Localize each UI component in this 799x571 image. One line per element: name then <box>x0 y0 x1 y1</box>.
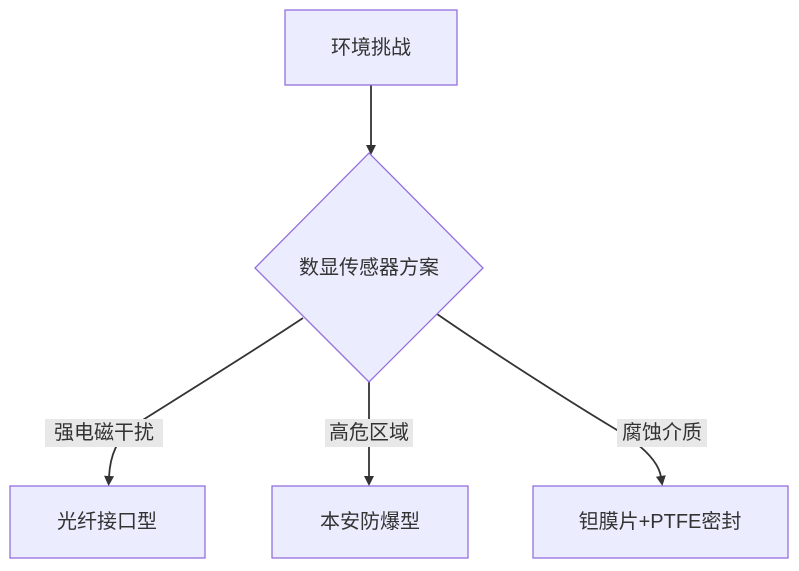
edge-label-hazard-bg <box>325 419 413 447</box>
edge-label-corrosive-text: 腐蚀介质 <box>622 421 702 444</box>
node-tantalum-ptfe-box <box>532 485 789 559</box>
edge-label-hazard-text: 高危区域 <box>329 421 409 444</box>
node-env-challenge-label: 环境挑战 <box>331 36 411 59</box>
edge-label-corrosive-bg <box>617 419 707 447</box>
node-fiber-optic-box <box>9 485 206 559</box>
node-solution-decision: 数显传感器方案 <box>254 152 484 383</box>
node-intrinsically-safe-label: 本安防爆型 <box>320 510 420 533</box>
edge-label-hazard: 高危区域 <box>325 419 413 447</box>
node-solution-decision-diamond <box>254 152 484 383</box>
edge-label-emi-bg <box>45 419 163 447</box>
node-env-challenge: 环境挑战 <box>284 9 458 86</box>
edge-label-corrosive: 腐蚀介质 <box>617 419 707 447</box>
node-fiber-optic: 光纤接口型 <box>9 485 206 559</box>
edge-decision-to-fiber <box>104 317 304 486</box>
edge-decision-to-tantalum <box>436 313 666 486</box>
node-intrinsically-safe: 本安防爆型 <box>271 485 469 559</box>
node-tantalum-ptfe: 钽膜片+PTFE密封 <box>532 485 789 559</box>
node-solution-decision-label: 数显传感器方案 <box>299 256 439 279</box>
node-env-challenge-box <box>284 9 458 86</box>
node-fiber-optic-label: 光纤接口型 <box>57 510 157 533</box>
edge-label-emi-text: 强电磁干扰 <box>54 421 154 444</box>
node-intrinsically-safe-box <box>271 485 469 559</box>
edge-label-emi: 强电磁干扰 <box>45 419 163 447</box>
node-tantalum-ptfe-label: 钽膜片+PTFE密封 <box>579 510 742 533</box>
